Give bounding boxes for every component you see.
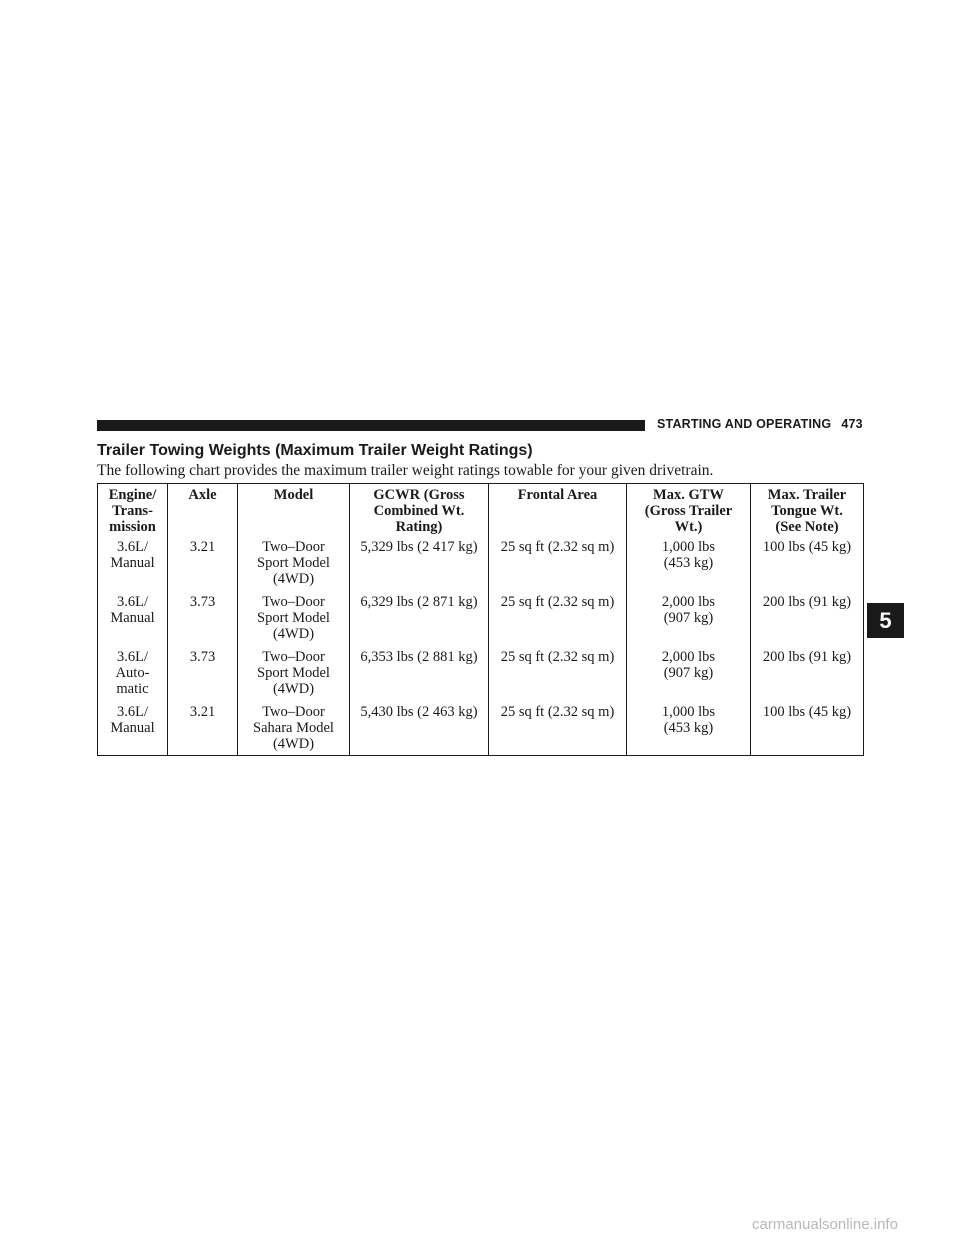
cell-max-gtw: 2,000 lbs (907 kg): [626, 591, 751, 646]
running-header-section: STARTING AND OPERATING: [657, 417, 832, 431]
cell-gcwr: 6,329 lbs (2 871 kg): [349, 591, 489, 646]
cell-axle: 3.21: [167, 701, 238, 756]
cell-model: Two–Door Sahara Model (4WD): [237, 701, 350, 756]
page-number: 473: [841, 417, 863, 431]
cell-max-gtw: 1,000 lbs (453 kg): [626, 536, 751, 591]
cell-max-gtw: 1,000 lbs (453 kg): [626, 701, 751, 756]
cell-max-gtw: 2,000 lbs (907 kg): [626, 646, 751, 701]
trailer-weight-table: Engine/ Trans- mission Axle Model GCWR (…: [97, 483, 864, 756]
cell-frontal-area: 25 sq ft (2.32 sq m): [488, 701, 627, 756]
cell-frontal-area: 25 sq ft (2.32 sq m): [488, 536, 627, 591]
cell-gcwr: 6,353 lbs (2 881 kg): [349, 646, 489, 701]
table-row: 3.6L/ Auto- matic 3.73 Two–Door Sport Mo…: [97, 646, 864, 701]
header-frontal-area: Frontal Area: [488, 483, 627, 536]
cell-max-tongue-weight: 200 lbs (91 kg): [750, 646, 864, 701]
table-row: 3.6L/ Manual 3.21 Two–Door Sahara Model …: [97, 701, 864, 756]
cell-axle: 3.73: [167, 591, 238, 646]
cell-engine-transmission: 3.6L/ Manual: [97, 701, 168, 756]
table-row: 3.6L/ Manual 3.21 Two–Door Sport Model (…: [97, 536, 864, 591]
header-engine-transmission: Engine/ Trans- mission: [97, 483, 168, 536]
header-rule-bar: [97, 420, 645, 431]
cell-frontal-area: 25 sq ft (2.32 sq m): [488, 646, 627, 701]
cell-gcwr: 5,430 lbs (2 463 kg): [349, 701, 489, 756]
cell-gcwr: 5,329 lbs (2 417 kg): [349, 536, 489, 591]
cell-model: Two–Door Sport Model (4WD): [237, 591, 350, 646]
cell-engine-transmission: 3.6L/ Auto- matic: [97, 646, 168, 701]
cell-frontal-area: 25 sq ft (2.32 sq m): [488, 591, 627, 646]
header-axle: Axle: [167, 483, 238, 536]
cell-model: Two–Door Sport Model (4WD): [237, 536, 350, 591]
header-gcwr: GCWR (Gross Combined Wt. Rating): [349, 483, 489, 536]
intro-paragraph: The following chart provides the maximum…: [97, 462, 714, 479]
cell-max-tongue-weight: 100 lbs (45 kg): [750, 536, 864, 591]
cell-max-tongue-weight: 100 lbs (45 kg): [750, 701, 864, 756]
header-max-gtw: Max. GTW (Gross Trailer Wt.): [626, 483, 751, 536]
cell-max-tongue-weight: 200 lbs (91 kg): [750, 591, 864, 646]
cell-model: Two–Door Sport Model (4WD): [237, 646, 350, 701]
table-header-row: Engine/ Trans- mission Axle Model GCWR (…: [97, 483, 864, 536]
watermark: carmanualsonline.info: [752, 1216, 898, 1233]
chapter-tab: 5: [867, 603, 904, 638]
cell-axle: 3.73: [167, 646, 238, 701]
table-row: 3.6L/ Manual 3.73 Two–Door Sport Model (…: [97, 591, 864, 646]
header-max-tongue-weight: Max. Trailer Tongue Wt. (See Note): [750, 483, 864, 536]
header-model: Model: [237, 483, 350, 536]
cell-engine-transmission: 3.6L/ Manual: [97, 591, 168, 646]
cell-engine-transmission: 3.6L/ Manual: [97, 536, 168, 591]
cell-axle: 3.21: [167, 536, 238, 591]
section-title: Trailer Towing Weights (Maximum Trailer …: [97, 442, 533, 459]
running-header: STARTING AND OPERATING 473: [657, 417, 863, 431]
